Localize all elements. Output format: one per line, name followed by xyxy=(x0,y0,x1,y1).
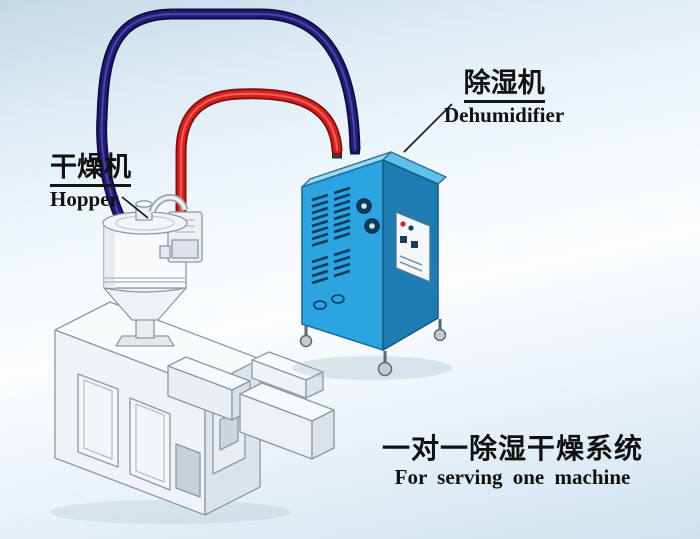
extruder-door-right xyxy=(129,397,171,491)
blower-duct-lower xyxy=(159,245,171,259)
control-panel xyxy=(395,211,431,283)
lid-cap-top xyxy=(135,200,153,208)
dehumidifier-label-en: Dehumidifier xyxy=(444,103,565,128)
panel-light-dark xyxy=(408,225,414,231)
extruder-machine xyxy=(50,301,335,524)
cabinet-front-face xyxy=(301,159,384,351)
hopper-body-shading xyxy=(104,224,115,288)
hopper-clamp-ring xyxy=(104,277,186,283)
vent-grid-upper xyxy=(311,186,351,247)
panel-button-1 xyxy=(400,236,407,243)
casters xyxy=(299,319,447,377)
head-side xyxy=(311,409,335,460)
hopper-neck xyxy=(135,317,155,339)
hopper-label: 干燥机 Hopper xyxy=(50,153,131,213)
hopper-dryer xyxy=(102,194,203,347)
extruder-door-right-inner xyxy=(135,403,165,483)
indicator-oval-1 xyxy=(313,300,327,310)
system-caption-en: For serving one machine xyxy=(394,465,631,490)
leader-lines xyxy=(121,103,453,219)
hopper-bottom-curve xyxy=(103,287,187,293)
dehumidifier-shadow xyxy=(292,356,452,380)
dehumidifier-leader-line xyxy=(403,103,453,153)
gauge-bottom xyxy=(364,218,380,234)
system-caption-cn: 一对一除湿干燥系统 xyxy=(382,432,644,465)
extruder-lower-hatch xyxy=(175,443,201,498)
indicator-oval-2 xyxy=(331,294,345,304)
extruder-door-left-inner xyxy=(83,379,113,460)
red-air-pipe-highlight xyxy=(179,92,339,222)
blue-air-pipe-highlight xyxy=(100,12,357,232)
panel-light-red xyxy=(400,221,406,227)
extruder-shadow xyxy=(50,500,290,524)
system-caption: 一对一除湿干燥系统 For serving one machine xyxy=(382,434,643,491)
extruder-door-left xyxy=(77,373,119,468)
hopper-leader-line xyxy=(121,196,149,219)
dehumidifier-label-cn: 除湿机 xyxy=(463,69,545,104)
vent-grid-lower xyxy=(311,248,351,285)
gauge-top xyxy=(356,198,372,214)
panel-button-2 xyxy=(411,241,418,248)
panel-line-2 xyxy=(399,261,423,272)
hopper-label-cn: 干燥机 xyxy=(50,153,131,188)
lid-blower-duct-inner xyxy=(150,195,187,213)
blower-motor xyxy=(171,239,199,259)
panel-line-1 xyxy=(399,255,423,266)
hopper-label-en: Hopper xyxy=(50,187,119,212)
clamp-side xyxy=(305,371,324,399)
dehumidifier-unit xyxy=(292,141,452,380)
dehumidifier-label: 除湿机 Dehumidifier xyxy=(444,69,565,129)
air-pipes xyxy=(96,8,361,236)
